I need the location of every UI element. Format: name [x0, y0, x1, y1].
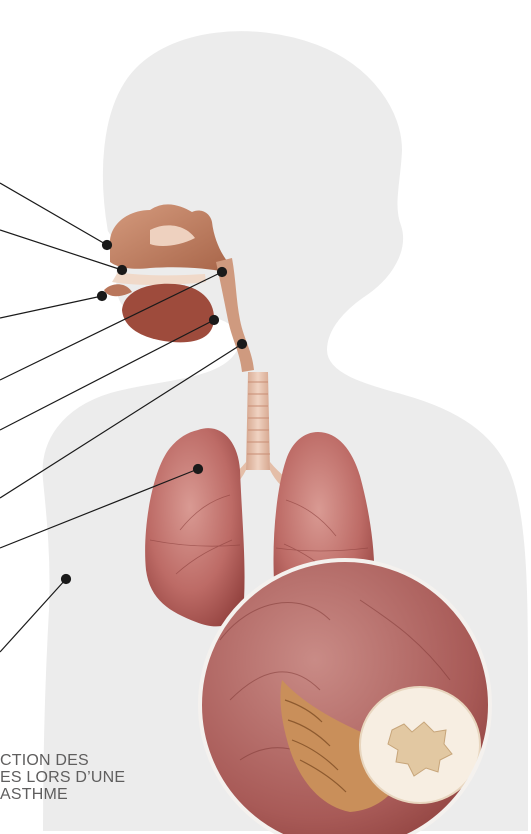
pointer-dot-mouth [98, 292, 107, 301]
pointer-dot-lung [194, 465, 203, 474]
caption-line-1: CTION DES [0, 752, 235, 769]
caption-line-3: ASTHME [0, 786, 235, 803]
pointer-dot-diaphragm-area [62, 575, 71, 584]
pointer-dot-larynx [210, 316, 219, 325]
pointer-dot-nostril [118, 266, 127, 275]
pointer-dot-pharynx [218, 268, 227, 277]
pointer-dot-nasal-cavity [103, 241, 112, 250]
caption: CTION DES ES LORS D’UNE ASTHME [0, 752, 235, 803]
tongue-shape [122, 284, 214, 343]
trachea-shape [246, 372, 270, 470]
caption-line-2: ES LORS D’UNE [0, 769, 235, 786]
pointer-dot-esophagus [238, 340, 247, 349]
